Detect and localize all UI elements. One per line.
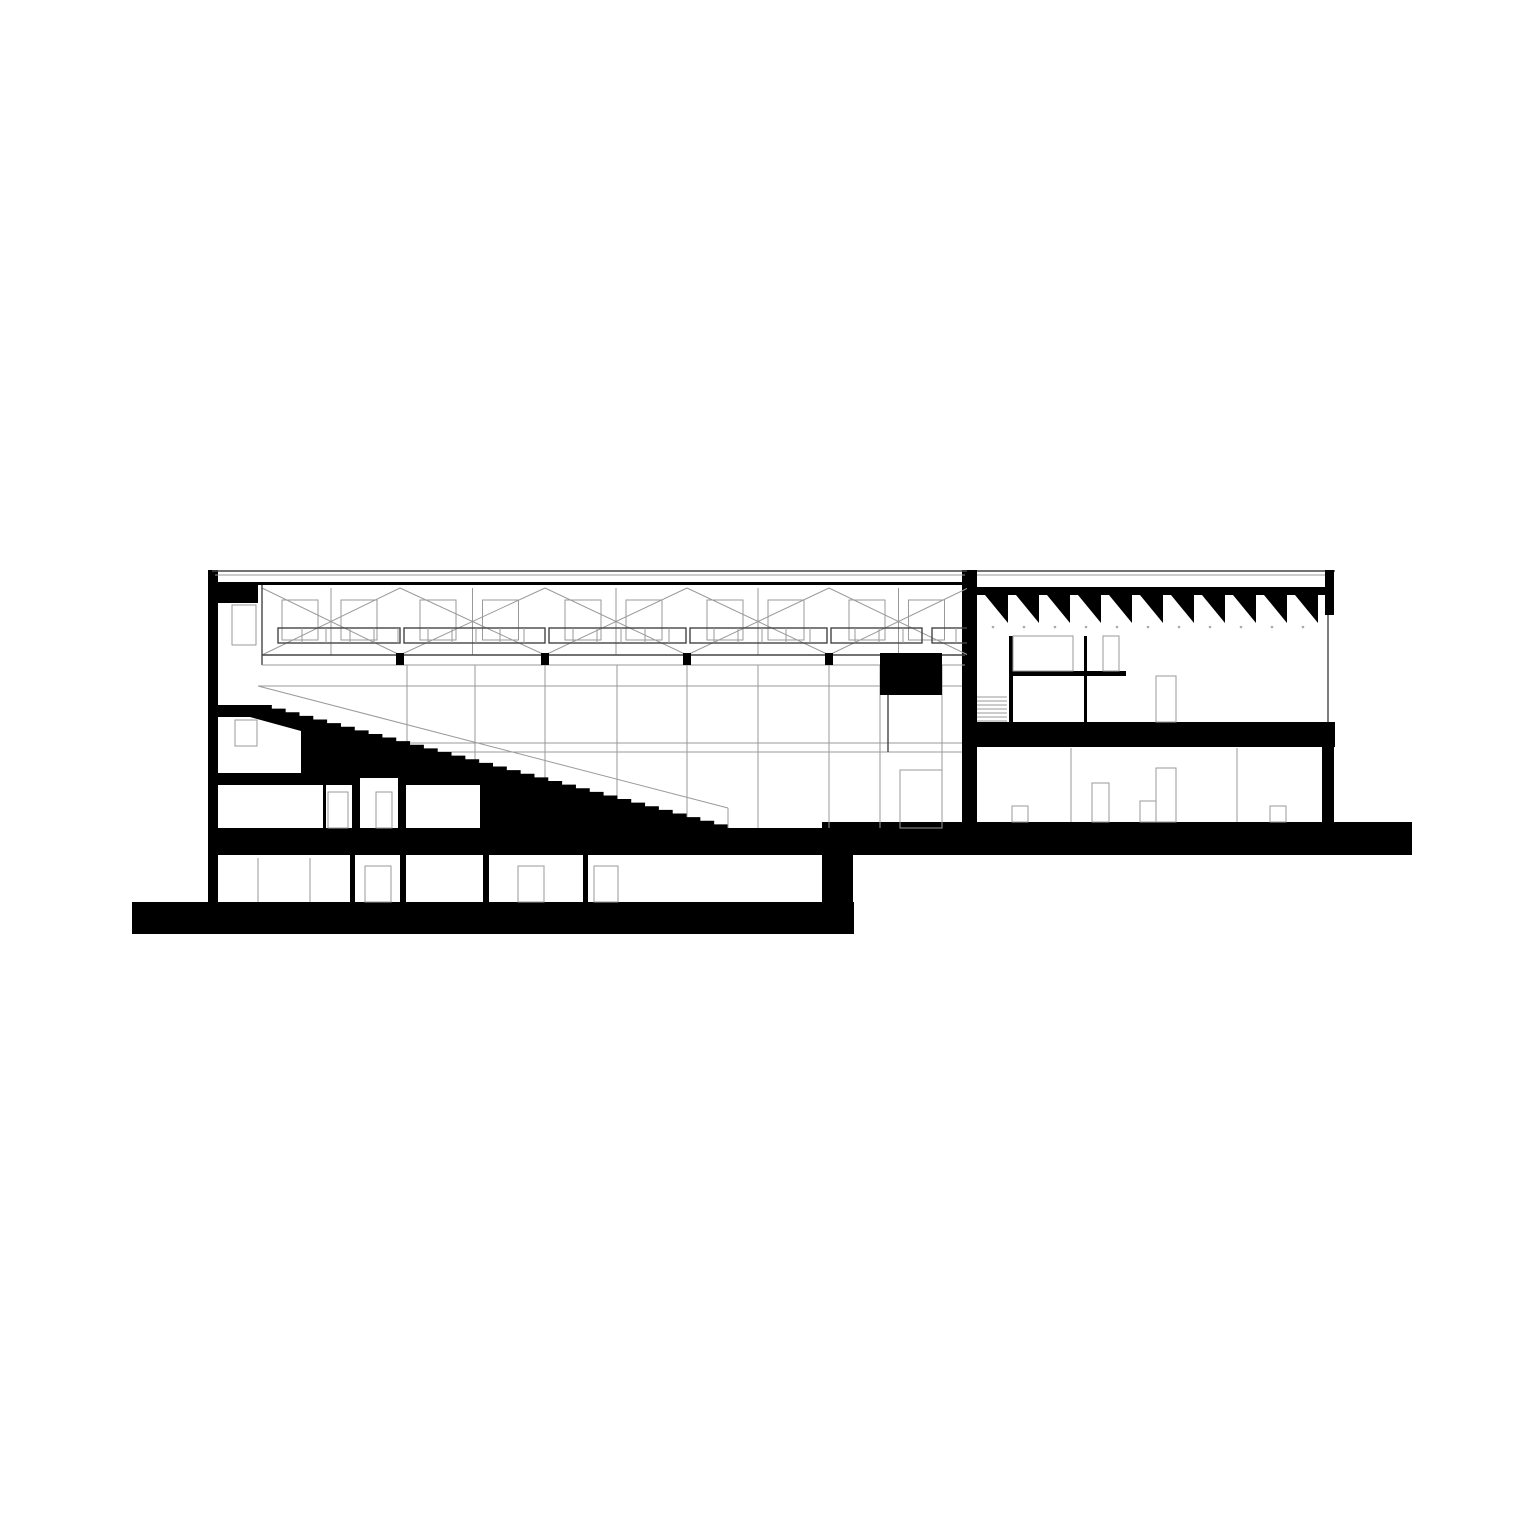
clerestory-window — [340, 599, 378, 641]
light-fixture — [1208, 625, 1212, 629]
sawtooth-beam — [1233, 595, 1256, 623]
room-under-stair — [218, 717, 301, 773]
column-head — [541, 653, 549, 665]
railing-segment — [548, 627, 687, 644]
door — [375, 791, 393, 829]
clerestory-window — [848, 599, 886, 641]
room-lower — [406, 785, 480, 828]
column-head — [683, 653, 691, 665]
light-fixture — [1177, 625, 1181, 629]
hall-door — [899, 769, 943, 829]
light-fixture — [1239, 625, 1243, 629]
mezzanine-door — [1102, 635, 1120, 672]
upper-ground-slab — [822, 822, 1412, 855]
door — [1155, 675, 1177, 723]
hanging-box — [880, 653, 942, 695]
table — [1269, 805, 1287, 823]
basement-column — [350, 855, 355, 903]
annex-roof-slab — [975, 587, 1333, 595]
mezzanine-slab — [1013, 671, 1126, 676]
door — [327, 791, 349, 829]
sawtooth-beam — [1047, 595, 1070, 623]
sawtooth-beam — [1140, 595, 1163, 623]
railing-segment — [830, 627, 923, 644]
basement-door — [593, 865, 619, 903]
clerestory-window — [564, 599, 602, 641]
basement-ceiling-slab — [212, 828, 852, 855]
light-fixture — [991, 625, 995, 629]
table — [1139, 800, 1157, 823]
sawtooth-beam — [985, 595, 1008, 623]
door — [1091, 782, 1110, 823]
light-fixture — [1270, 625, 1274, 629]
mezzanine-column — [1084, 636, 1087, 722]
stair-handrail — [257, 685, 729, 809]
lower-ground-slab — [132, 902, 854, 934]
sawtooth-beam — [1171, 595, 1194, 623]
annex-floor-slab — [977, 722, 1335, 747]
foundations — [132, 822, 1412, 934]
sawtooth-beam — [1078, 595, 1101, 623]
sawtooth-beam — [1109, 595, 1132, 623]
window-grid — [231, 604, 257, 646]
table — [1011, 805, 1029, 823]
clerestory-window — [625, 599, 663, 641]
railing-segment — [403, 627, 546, 644]
sawtooth-beam — [1295, 595, 1318, 623]
basement-left-wall — [208, 840, 218, 904]
basement-door — [364, 865, 392, 903]
light-fixture — [1022, 625, 1026, 629]
light-fixture — [1301, 625, 1305, 629]
window-grid — [234, 719, 258, 747]
hall-roof-slab — [215, 582, 965, 585]
basement-column — [400, 855, 406, 903]
roof-truss — [261, 585, 969, 666]
sawtooth-beam — [1264, 595, 1287, 623]
basement-column — [483, 855, 489, 903]
gallery-railings — [277, 627, 969, 644]
clerestory-window — [281, 599, 319, 641]
hall-left-parapet — [218, 583, 258, 603]
annex-building — [967, 570, 1335, 828]
column-head — [396, 653, 404, 665]
annex-right-wall-bottom — [1322, 746, 1334, 822]
light-fixture — [1084, 625, 1088, 629]
light-fixture — [1115, 625, 1119, 629]
light-fixture — [1146, 625, 1150, 629]
basement-retaining-wall — [822, 850, 853, 905]
door — [1155, 767, 1177, 823]
railing-segment — [277, 627, 401, 644]
clerestory-window — [908, 599, 945, 641]
annex-left-wall — [967, 570, 977, 828]
railing-segment — [689, 627, 828, 644]
hall-left-wall — [208, 570, 218, 840]
basement-door — [517, 865, 545, 903]
mezzanine-opening — [1012, 635, 1074, 672]
mezzanine-wall — [1009, 636, 1013, 722]
basement-column — [583, 855, 588, 903]
sawtooth-beam — [1016, 595, 1039, 623]
light-fixture — [1053, 625, 1057, 629]
stepped-seating — [215, 685, 729, 829]
room-lower — [218, 785, 323, 828]
sawtooth-beam — [1202, 595, 1225, 623]
clerestory-window — [419, 599, 457, 641]
basement — [208, 840, 619, 904]
column-head — [825, 653, 833, 665]
clerestory-window — [706, 599, 744, 641]
annex-stair — [977, 696, 1007, 722]
sawtooth-beams — [985, 595, 1318, 629]
